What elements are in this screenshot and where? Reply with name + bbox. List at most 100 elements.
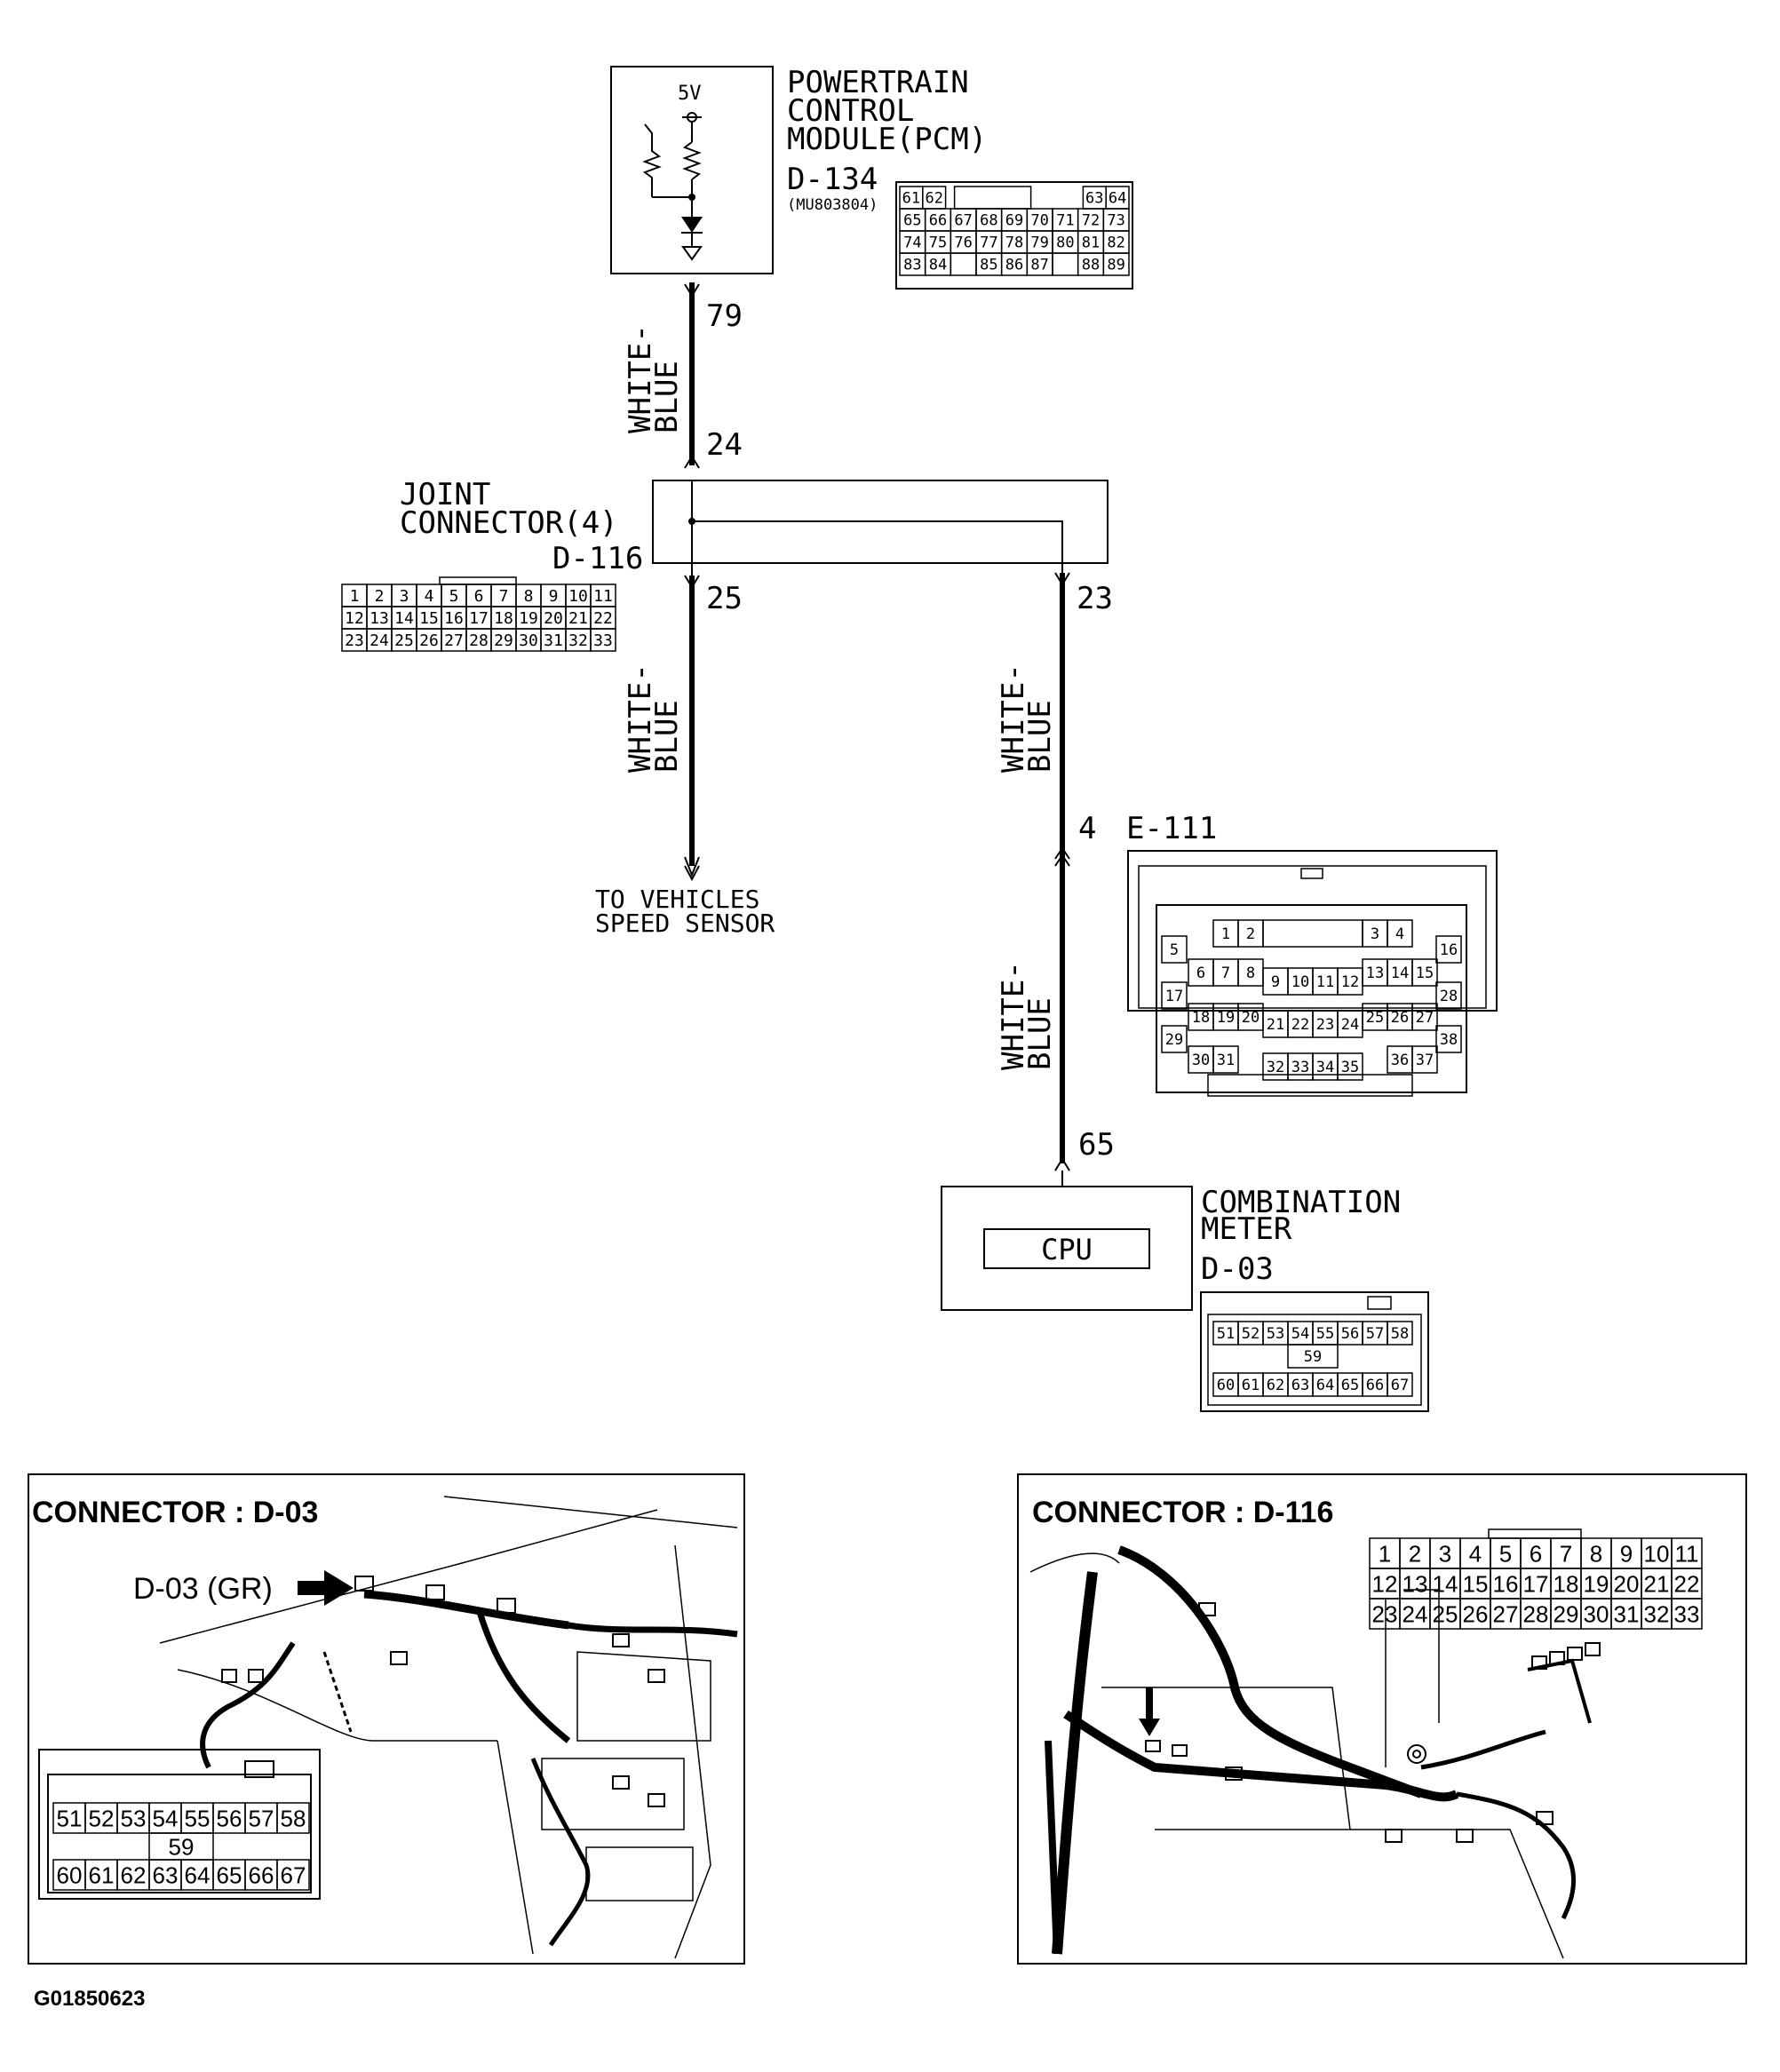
wire-pcm-to-joint xyxy=(684,282,700,469)
d03-face-pin-cell xyxy=(276,1802,310,1834)
pcm-pin: 72 xyxy=(1082,212,1100,230)
pcm-code: D-134 xyxy=(787,162,878,197)
d03-face-pin: 54 xyxy=(153,1805,179,1831)
pcm-pin: 64 xyxy=(1109,190,1126,208)
d116-face-pin: 16 xyxy=(1493,1570,1519,1597)
wire-joint-to-vss xyxy=(684,575,700,882)
joint-pin: 16 xyxy=(444,609,464,628)
pcm-pin: 61 xyxy=(902,190,920,208)
pcm-connector-frame xyxy=(895,181,1133,290)
meter-pin: 59 xyxy=(1304,1348,1322,1366)
e111-pin: 36 xyxy=(1391,1052,1409,1069)
e111-pin: 30 xyxy=(1192,1052,1210,1069)
meter-pin: 56 xyxy=(1341,1325,1359,1343)
joint-title-line2: CONNECTOR(4) xyxy=(400,505,618,541)
panel-d03-title: CONNECTOR : D-03 xyxy=(32,1496,318,1529)
meter-pin: 66 xyxy=(1366,1377,1384,1394)
pcm-pin: 66 xyxy=(929,212,947,230)
e111-pin-cell xyxy=(1411,1045,1438,1074)
d116-face-pin: 11 xyxy=(1675,1540,1699,1567)
pcm-pin: 73 xyxy=(1107,212,1124,230)
joint-pin: 32 xyxy=(568,631,588,650)
d116-face-pin: 12 xyxy=(1372,1570,1398,1597)
pcm-pin: 65 xyxy=(903,212,921,230)
meter-code: D-03 xyxy=(1201,1251,1274,1287)
combination-meter: CPU COMBINATION METER D-03 xyxy=(941,1185,1401,1311)
joint-connector-key xyxy=(439,576,517,585)
d116-face-pin: 24 xyxy=(1403,1600,1428,1627)
pcm-pin: 85 xyxy=(980,257,997,274)
meter-title-line2: METER xyxy=(1201,1211,1292,1247)
e111-pin: 3 xyxy=(1371,925,1379,943)
pcm-pin: 87 xyxy=(1030,257,1048,274)
d116-face-pin: 21 xyxy=(1644,1570,1670,1597)
e111-pin: 2 xyxy=(1246,925,1255,943)
d116-face-pin: 9 xyxy=(1620,1540,1633,1567)
e111-pin: 27 xyxy=(1416,1009,1434,1027)
d116-face-pin: 20 xyxy=(1614,1570,1640,1597)
e111-pin: 21 xyxy=(1267,1016,1284,1034)
pcm-pin: 79 xyxy=(1030,234,1048,252)
e111-pin: 35 xyxy=(1341,1059,1359,1076)
e111-pin: 25 xyxy=(1366,1009,1384,1027)
pcm-pin: 88 xyxy=(1082,257,1100,274)
pcm-pin: 76 xyxy=(954,234,972,252)
d03-face-pin: 59 xyxy=(169,1833,195,1860)
pcm-pin: 74 xyxy=(903,234,921,252)
d03-face-pin: 52 xyxy=(89,1805,115,1831)
panel-d116-title: CONNECTOR : D-116 xyxy=(1032,1496,1333,1529)
pin-joint-in: 24 xyxy=(706,427,743,463)
d03-face-pin: 51 xyxy=(57,1805,83,1831)
joint-pin: 4 xyxy=(425,587,434,606)
pcm-pin: 86 xyxy=(1005,257,1023,274)
e111-pin: 19 xyxy=(1217,1009,1235,1027)
joint-pin: 15 xyxy=(419,609,439,628)
e111-pin: 34 xyxy=(1316,1059,1334,1076)
d116-face-pin: 2 xyxy=(1409,1540,1421,1567)
wire-color-label-3: WHITE- BLUE xyxy=(996,663,1058,773)
e111-pin: 33 xyxy=(1291,1059,1309,1076)
joint-pin: 26 xyxy=(419,631,439,650)
pcm-module: 5V POWERTRAIN CONTROL MODULE(PCM) D-134 … xyxy=(610,65,987,274)
d116-face-pin: 27 xyxy=(1493,1600,1519,1627)
pcm-part-number: (MU803804) xyxy=(787,196,878,214)
wire-color-label-4: WHITE- BLUE xyxy=(996,961,1058,1070)
d03-face-pin: 66 xyxy=(249,1862,274,1888)
figure-id: G01850623 xyxy=(34,1987,145,2011)
pcm-pin-cell xyxy=(1052,252,1079,276)
d116-face-pin: 25 xyxy=(1433,1600,1458,1627)
panel-connector-d116: CONNECTOR : D-116 xyxy=(1017,1473,1747,1965)
meter-connector-inner xyxy=(1207,1314,1422,1406)
meter-connector-key xyxy=(1367,1296,1392,1310)
joint-pin: 30 xyxy=(519,631,538,650)
joint-pin: 11 xyxy=(593,587,613,606)
vss-label-line2: SPEED SENSOR xyxy=(595,909,775,938)
e111-pin-cell xyxy=(1411,1003,1438,1031)
e111-pin: 14 xyxy=(1391,965,1409,982)
d116-face-pin: 32 xyxy=(1644,1600,1670,1627)
e111-pin: 7 xyxy=(1221,965,1230,982)
d03-face-pin: 53 xyxy=(121,1805,147,1831)
pointer-arrow-icon xyxy=(1139,1687,1160,1736)
joint-pin: 10 xyxy=(568,587,588,606)
svg-text:BLUE: BLUE xyxy=(1022,997,1058,1070)
vss-label-line1: TO VEHICLES xyxy=(595,885,759,914)
pcm-title-line3: MODULE(PCM) xyxy=(787,122,987,157)
d116-face-pin: 17 xyxy=(1523,1570,1549,1597)
joint-pin: 19 xyxy=(519,609,538,628)
e111-pin: 31 xyxy=(1217,1052,1235,1069)
d03-face-pin: 57 xyxy=(249,1805,274,1831)
svg-text:WHITE-: WHITE- xyxy=(623,663,658,773)
joint-pin: 24 xyxy=(370,631,389,650)
e111-pin: 24 xyxy=(1341,1016,1359,1034)
e111-pin: 15 xyxy=(1416,965,1434,982)
e111-pin-cell xyxy=(1387,919,1413,948)
meter-pin: 54 xyxy=(1291,1325,1309,1343)
e111-pin: 4 xyxy=(1395,925,1404,943)
d116-face-pin: 7 xyxy=(1560,1540,1572,1567)
e111-pin-cell xyxy=(1435,981,1462,1010)
joint-pin: 33 xyxy=(593,631,613,650)
meter-pin: 62 xyxy=(1267,1377,1284,1394)
d116-face-pin: 22 xyxy=(1674,1570,1700,1597)
